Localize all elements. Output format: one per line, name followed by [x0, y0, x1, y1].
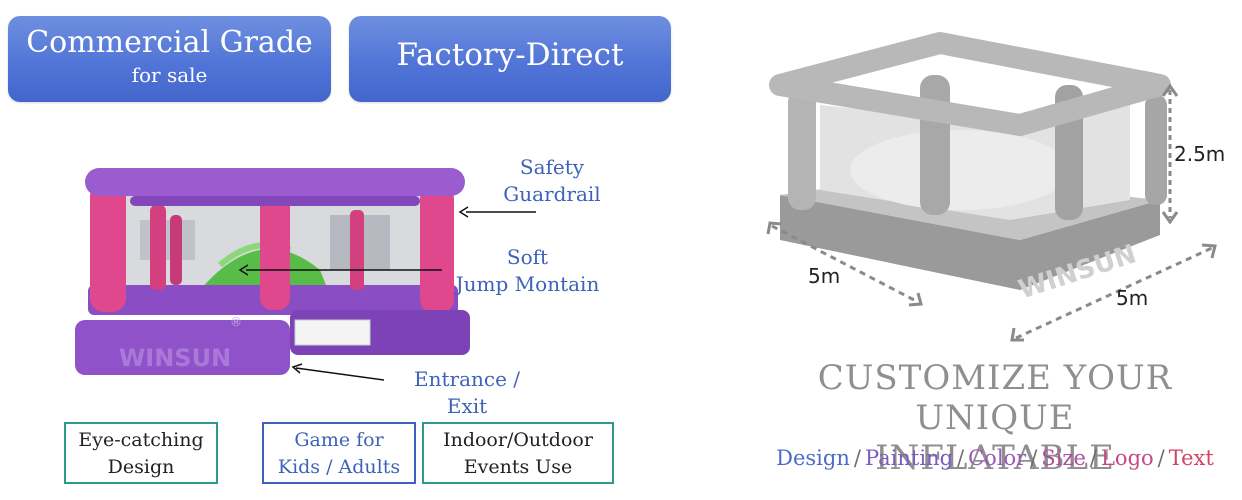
- winsun-logo-left: WINSUN: [119, 344, 231, 372]
- commercial-grade-title: Commercial Grade: [26, 25, 313, 60]
- option-size: Size: [1041, 446, 1086, 470]
- separator: /: [853, 446, 861, 470]
- separator: /: [1089, 446, 1097, 470]
- bounce-house-photo: WINSUN ®: [75, 168, 470, 375]
- option-color: Color: [968, 446, 1027, 470]
- width-label: 5m: [808, 264, 841, 288]
- option-painting: Painting: [864, 446, 954, 470]
- customize-line2: INFLATABLE: [875, 438, 1115, 478]
- feature-2-line1: Game for: [294, 429, 384, 451]
- soft-line1: Soft: [506, 245, 549, 269]
- height-dimension-line: [1161, 84, 1179, 224]
- gray-pillar-2: [920, 75, 950, 215]
- feature-3-line1: Indoor/Outdoor: [443, 429, 593, 451]
- feature-1-line2: Design: [107, 456, 175, 478]
- width-dimension-line: [766, 221, 923, 307]
- factory-direct-title: Factory-Direct: [396, 37, 624, 73]
- pillar-center: [260, 185, 290, 310]
- feature-1-line1: Eye-catching: [78, 429, 204, 451]
- separator: /: [1157, 446, 1165, 470]
- option-logo: Logo: [1100, 446, 1154, 470]
- soft-line2: Jump Montain: [455, 272, 600, 296]
- pillar-right: [420, 185, 454, 313]
- option-text: Text: [1168, 446, 1214, 470]
- factory-direct-badge: Factory-Direct: [349, 16, 671, 102]
- entrance-exit-callout: Entrance / Exit: [413, 367, 520, 418]
- bounce-house-gray-render: WINSUN: [769, 32, 1171, 305]
- customize-options: Design/Painting/Color/Size/Logo/Text: [760, 446, 1230, 470]
- safety-line2: Guardrail: [503, 182, 601, 206]
- gray-top-rail: [769, 32, 1171, 136]
- customize-headline: CUSTOMIZE YOUR UNIQUE INFLATABLE: [760, 358, 1230, 478]
- feature-3-line2: Events Use: [463, 456, 573, 478]
- gray-pillar-1: [788, 90, 816, 210]
- feature-2-line2: Kids / Adults: [277, 456, 401, 478]
- entrance-arrow: [291, 363, 385, 381]
- soft-jump-callout: Soft Jump Montain: [450, 244, 605, 298]
- entrance-step: [75, 320, 290, 375]
- certification-label: [294, 319, 371, 346]
- separator: /: [957, 446, 965, 470]
- commercial-grade-badge: Commercial Grade for sale: [8, 16, 331, 102]
- length-dimension-line: [1010, 243, 1217, 342]
- safety-guardrail-callout: Safety Guardrail: [496, 154, 608, 208]
- registered-mark: ®: [230, 315, 242, 329]
- safety-arrow: [458, 206, 536, 218]
- option-design: Design: [776, 446, 850, 470]
- height-label: 2.5m: [1174, 142, 1226, 166]
- safety-guardrail: [85, 168, 465, 196]
- feature-indoor-outdoor: Indoor/Outdoor Events Use: [422, 422, 614, 484]
- separator: /: [1030, 446, 1038, 470]
- soft-arrow: [238, 264, 442, 276]
- customize-line1: CUSTOMIZE YOUR UNIQUE: [817, 358, 1173, 438]
- gray-base: [780, 195, 1160, 290]
- safety-line1: Safety: [519, 155, 585, 179]
- pillar-left: [90, 182, 126, 312]
- length-label: 5m: [1116, 286, 1149, 310]
- feature-eye-catching: Eye-catching Design: [64, 422, 218, 484]
- for-sale-subtitle: for sale: [131, 63, 208, 87]
- feature-kids-adults: Game for Kids / Adults: [262, 422, 416, 484]
- gray-pillar-4: [1145, 95, 1167, 205]
